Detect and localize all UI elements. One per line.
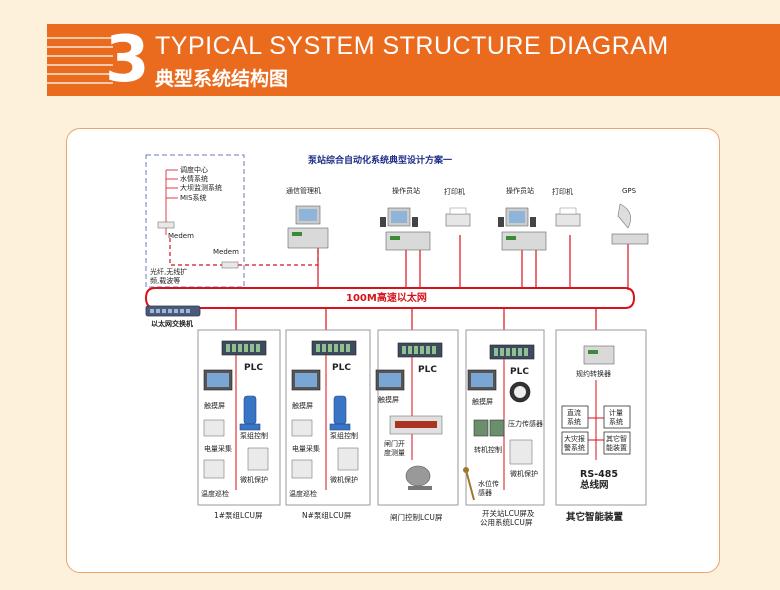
station-links [317, 235, 629, 290]
modem-1-label: Medem [168, 232, 194, 240]
printer-2 [555, 207, 581, 227]
modem-2-device [221, 261, 239, 269]
remote-item-dam: 大坝监测系统 [180, 184, 222, 192]
operator-2-label: 操作员站 [506, 187, 534, 195]
panel-4-touch: 触摸屏 [472, 398, 493, 406]
panel-2-energy: 电量采集 [292, 445, 320, 453]
pump-icons [239, 395, 351, 431]
gps-device [611, 203, 649, 245]
comm-manager-computer [287, 205, 329, 249]
panel-1-temp: 温度巡检 [201, 490, 229, 498]
panel-5-fire-line2: 警系统 [564, 444, 585, 452]
section-number: 3 [105, 23, 150, 97]
operator-1-label: 操作员站 [392, 187, 420, 195]
gate-motor-icon [405, 465, 432, 490]
panel-2-touch: 触摸屏 [292, 402, 313, 410]
panel-5-fire-line1: 大灾报 [564, 435, 585, 443]
comm-manager-label: 通信管理机 [286, 187, 321, 195]
protocol-converter-device [583, 345, 615, 365]
remote-item-dispatch: 调度中心 [180, 166, 208, 174]
printer-2-label: 打印机 [552, 188, 573, 196]
gps-label: GPS [622, 187, 637, 195]
panel-2-caption: N#泵组LCU屏 [302, 511, 352, 520]
panel5-subsystem-boxes [561, 405, 631, 455]
speed-devices [473, 419, 505, 437]
diagram-title: 泵站综合自动化系统典型设计方案一 [308, 156, 453, 166]
panel-1-caption: 1#泵组LCU屏 [214, 511, 263, 520]
panel-3-plc: PLC [418, 365, 437, 375]
panel-5-meter-line2: 系统 [609, 418, 623, 426]
panel-4-plc: PLC [510, 367, 529, 377]
modem-2-label: Medem [213, 248, 239, 256]
panel-5-caption: 其它智能装置 [566, 512, 624, 523]
network-label: 100M高速以太网 [346, 293, 427, 304]
panel-5-dc-line1: 直流 [567, 409, 581, 417]
link-label-line2: 频,载波等 [150, 277, 181, 285]
modem-1-device [157, 221, 175, 229]
panel-5-bus-line2: 总线网 [580, 480, 609, 491]
link-label-line1: 光纤,无线扩 [150, 268, 188, 276]
header-banner: 3 TYPICAL SYSTEM STRUCTURE DIAGRAM 典型系统结… [47, 24, 780, 96]
remote-item-mis: MIS系统 [180, 194, 207, 202]
ethernet-switch-device [145, 305, 201, 317]
pressure-sensor-icon [509, 381, 531, 403]
panel-1-plc: PLC [244, 363, 263, 373]
panel-2-protect: 微机保护 [330, 476, 358, 484]
panel-4-caption-line2: 公用系统LCU屏 [480, 518, 533, 527]
panel-1-touch: 触摸屏 [204, 402, 225, 410]
level-sensor-icon [463, 467, 475, 501]
remote-dashed-box [145, 154, 245, 288]
panel-5-dc-line2: 系统 [567, 418, 581, 426]
modem-link [169, 238, 222, 266]
panel-3-gate-line1: 闸门开 [384, 440, 405, 448]
title-chinese: 典型系统结构图 [155, 68, 289, 90]
panel-4-speed: 转机控制 [474, 446, 502, 454]
panel-1-protect: 微机保护 [240, 476, 268, 484]
printer-1 [445, 207, 471, 227]
modem-to-comm [238, 248, 319, 266]
panel-3-touch: 触摸屏 [378, 396, 399, 404]
panel-4-level-line2: 感器 [478, 489, 492, 497]
panel-4-protect: 微机保护 [510, 470, 538, 478]
panel-4-caption-line1: 开关站LCU屏及 [482, 509, 535, 518]
printer-1-label: 打印机 [444, 188, 465, 196]
title-english: TYPICAL SYSTEM STRUCTURE DIAGRAM [155, 32, 669, 60]
operator-station-1 [380, 207, 431, 251]
panel-2-unit: 泵组控制 [330, 432, 358, 440]
panel-5-converter: 规约转换器 [576, 370, 611, 378]
panel-1-unit: 泵组控制 [240, 432, 268, 440]
ethernet-ring [144, 287, 636, 309]
panel-4-level-line1: 水位传 [478, 480, 499, 488]
panel-4-pressure: 压力传感器 [508, 420, 543, 428]
switch-label: 以太网交换机 [151, 320, 193, 328]
panel-1-energy: 电量采集 [204, 445, 232, 453]
stripe-decoration [47, 37, 113, 84]
meter-devices [203, 415, 533, 479]
panel-2-plc: PLC [332, 363, 351, 373]
plc-racks [221, 340, 535, 360]
panel-5-bus-line1: RS-485 [580, 469, 618, 480]
panel-5-other-line1: 其它智 [606, 435, 627, 443]
panel-2-temp: 温度巡检 [289, 490, 317, 498]
panel-5-other-line2: 能装置 [606, 444, 627, 452]
operator-station-2 [498, 207, 547, 251]
panel-5-meter-line1: 计量 [609, 409, 623, 417]
panel-3-caption: 闸门控制LCU屏 [390, 513, 443, 522]
panel-3-gate-line2: 度测量 [384, 449, 405, 457]
remote-item-hydrology: 水情系统 [180, 175, 208, 183]
